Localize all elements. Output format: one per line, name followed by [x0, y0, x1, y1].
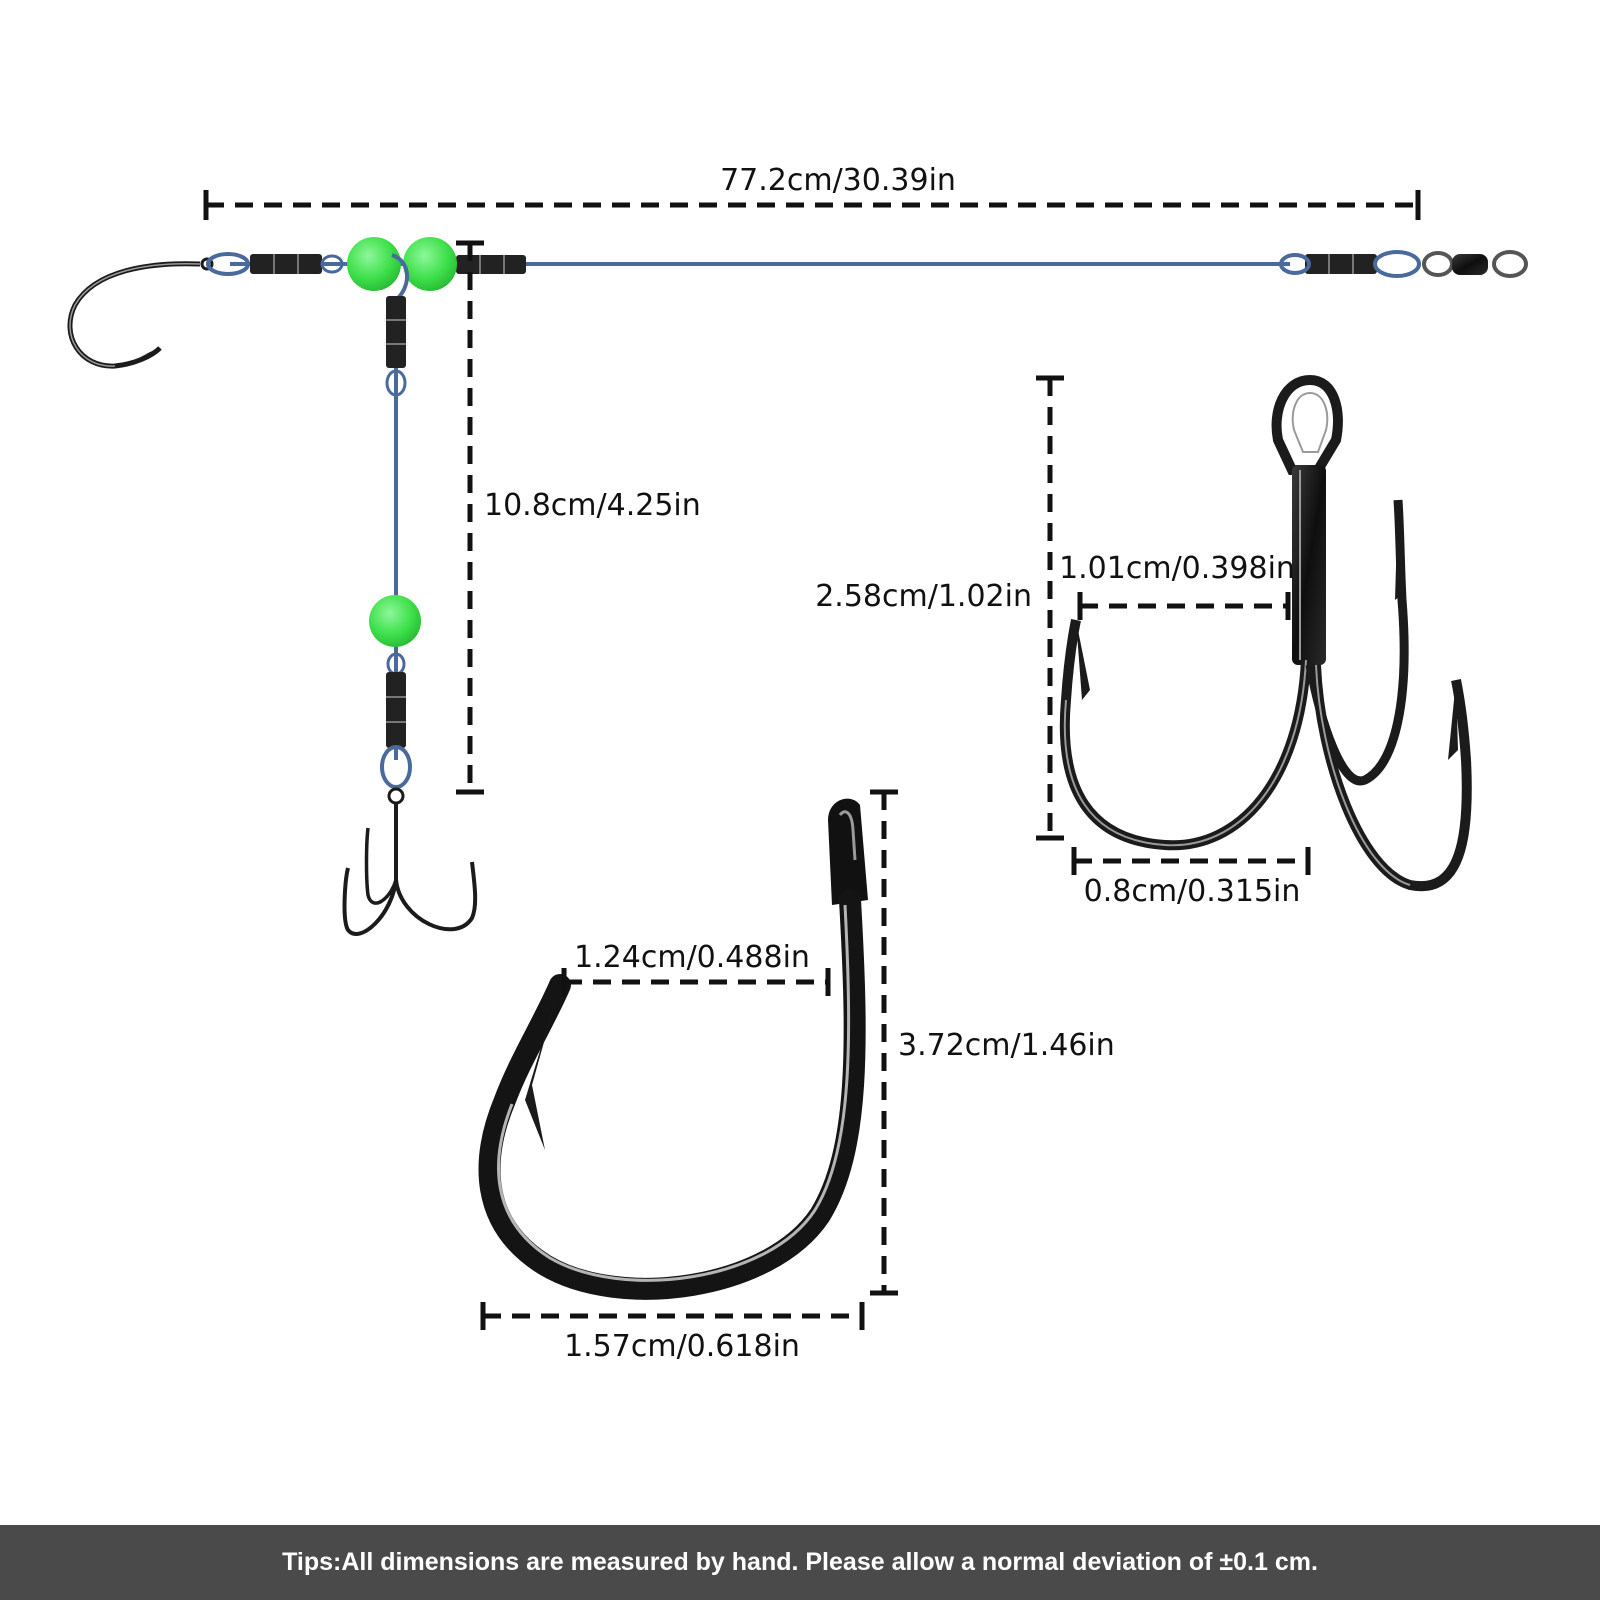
left-loop	[206, 252, 250, 276]
dim-dropper-length: 10.8cm/4.25in	[456, 240, 701, 795]
crimp-sleeve-icon	[1305, 254, 1377, 274]
dropper-loop-top	[385, 369, 407, 397]
dim-label-treble-gap: 1.01cm/0.398in	[1059, 551, 1295, 586]
bead-icon	[403, 237, 457, 291]
dim-label-single-gap: 1.24cm/0.488in	[574, 940, 810, 975]
dim-label-treble-width: 0.8cm/0.315in	[1084, 874, 1301, 909]
dim-single-height: 3.72cm/1.46in	[870, 789, 1115, 1296]
bead-icon	[369, 595, 421, 647]
dim-label-dropper: 10.8cm/4.25in	[484, 488, 701, 523]
sleeve-loop-left	[320, 254, 344, 274]
dim-single-gap: 1.24cm/0.488in	[561, 940, 831, 996]
main-rig	[67, 237, 1528, 936]
dim-treble-gap: 1.01cm/0.398in	[1059, 551, 1295, 620]
swivel-icon	[1422, 250, 1528, 278]
crimp-sleeve-icon	[386, 296, 406, 368]
treble-hook-icon	[342, 787, 478, 936]
dim-treble-width: 0.8cm/0.315in	[1071, 847, 1311, 909]
dim-label-overall: 77.2cm/30.39in	[720, 163, 956, 198]
crimp-sleeve-icon	[386, 672, 406, 748]
treble-hook-icon	[1059, 374, 1472, 892]
bead-icon	[347, 237, 401, 291]
dim-treble-height: 2.58cm/1.02in	[815, 375, 1064, 841]
dim-overall-length: 77.2cm/30.39in	[203, 163, 1421, 220]
crimp-sleeve-icon	[456, 255, 526, 274]
dim-label-treble-height: 2.58cm/1.02in	[815, 579, 1032, 614]
dim-single-width: 1.57cm/0.618in	[480, 1302, 865, 1364]
crimp-sleeve-icon	[250, 254, 322, 274]
dim-label-single-height: 3.72cm/1.46in	[898, 1028, 1115, 1063]
right-loop-outer	[1373, 250, 1421, 278]
dim-label-single-width: 1.57cm/0.618in	[564, 1329, 800, 1364]
circle-hook-icon	[67, 257, 214, 369]
tips-bar: Tips:All dimensions are measured by hand…	[0, 1525, 1600, 1600]
dropper-loop-bottom	[380, 745, 412, 789]
tips-text: Tips:All dimensions are measured by hand…	[282, 1548, 1318, 1576]
right-loop-inner	[1279, 253, 1311, 275]
junction-loop	[391, 253, 409, 300]
circle-hook-icon	[478, 798, 868, 1300]
